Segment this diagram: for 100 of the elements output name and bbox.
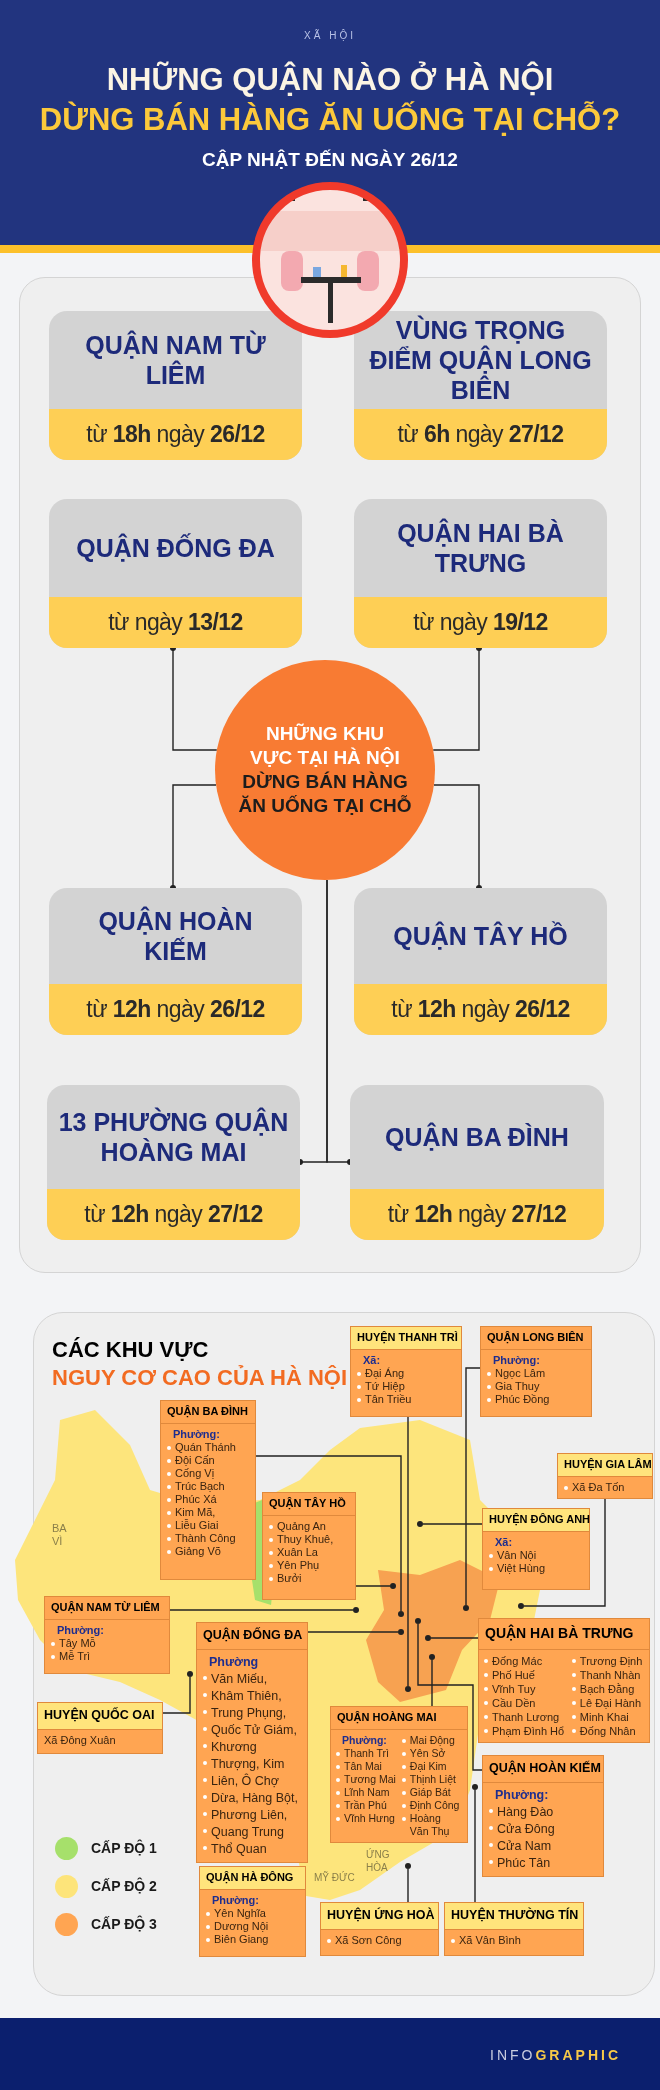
leader-line [162, 1676, 191, 1714]
list-item: Mai Động [401, 1733, 462, 1747]
list-item: Thành Công [167, 1531, 249, 1545]
list-item: Xã Vân Bình [451, 1933, 577, 1947]
district-info-box [44, 1596, 170, 1674]
list-item: Phúc Tân [489, 1854, 597, 1872]
map-point [398, 1611, 404, 1617]
list-item: Vĩnh Hưng [336, 1811, 396, 1838]
list-item: Thịnh Liệt [401, 1772, 462, 1786]
leader-line [169, 1609, 354, 1611]
leader-line [407, 1868, 409, 1903]
district-card [350, 1085, 604, 1240]
heading: DỪNG BÁN HÀNG ĂN UỐNG TẠI CHỖ? [38, 100, 622, 139]
list-item: Khâm Thiên, [203, 1687, 301, 1705]
list-item: Yên Sở [401, 1746, 462, 1760]
place-name: ỨNG HÒA [366, 1848, 391, 1874]
list-item: Mễ Trì [51, 1649, 163, 1663]
date-text: từ 12h ngày 26/12 [86, 995, 265, 1025]
district-info-box [199, 1866, 306, 1957]
ward-subheading: Phường: [173, 1427, 221, 1441]
list-item: Trúc Bạch [167, 1479, 249, 1493]
ward-subheading: Phường [209, 1653, 260, 1671]
list-item: Thanh Nhàn [571, 1667, 644, 1682]
district-heading: HUYỆN THANH TRÌ [351, 1327, 461, 1350]
list-item: Quảng An [269, 1519, 349, 1533]
list-item: Khương [203, 1738, 301, 1756]
leader-line [407, 1416, 409, 1687]
district-info-box [482, 1508, 590, 1590]
district-heading: HUYỆN GIA LÂM [558, 1454, 652, 1477]
leader-line [355, 1585, 391, 1587]
list-item: Cửa Nam [489, 1837, 597, 1855]
list-item: Trung Phụng, [203, 1704, 301, 1722]
district-heading: HUYỆN ỨNG HOÀ [321, 1903, 438, 1930]
list-item: Trần Phú [336, 1798, 396, 1812]
list-item: Yên Nghĩa [206, 1906, 299, 1920]
list-item: Đại Kim [401, 1759, 462, 1773]
date-text: từ 12h ngày 27/12 [387, 1200, 567, 1230]
leader-line [474, 1789, 476, 1903]
district-card [354, 888, 607, 1035]
district-name: QUẬN TÂY HỒ [393, 921, 568, 951]
district-name: QUẬN ĐỐNG ĐA [76, 533, 275, 563]
map-point [472, 1784, 478, 1790]
leader-line [465, 1367, 481, 1606]
district-name: QUẬN HOÀN KIẾM [97, 906, 254, 966]
district-info-box [350, 1326, 462, 1417]
list-item: Vĩnh Tuy [484, 1681, 566, 1696]
district-name: QUẬN BA ĐÌNH [385, 1122, 569, 1152]
district-info-box [330, 1706, 468, 1843]
list-item: Đống Nhân [571, 1723, 644, 1738]
list-item: Quốc Tử Giám, [203, 1721, 301, 1739]
leader-line [255, 1455, 402, 1612]
list-item: Tân Triều [357, 1392, 455, 1406]
list-item: Liễu Giai [167, 1518, 249, 1532]
date-text: từ 18h ngày 26/12 [86, 420, 265, 450]
list-item: Thanh Trì [336, 1746, 396, 1760]
heading: CÁC KHU VỰC [52, 1336, 209, 1364]
list-item: Bạch Đằng [571, 1681, 644, 1696]
list-item: Định Công [401, 1798, 462, 1812]
district-card [49, 888, 302, 1035]
list-item: Văn Miếu, [203, 1670, 301, 1688]
district-info-box [196, 1622, 308, 1863]
date-text: từ 6h ngày 27/12 [397, 420, 564, 450]
legend-label: CẤP ĐỘ 3 [91, 1914, 157, 1934]
map-point [405, 1686, 411, 1692]
district-name: 13 PHƯỜNG QUẬN HOÀNG MAI [57, 1107, 290, 1167]
list-item: Giảng Võ [167, 1544, 249, 1558]
district-name: QUẬN NAM TỪ LIÊM [84, 330, 267, 390]
ward-subheading: Phường: [212, 1893, 260, 1907]
leader-line [523, 1497, 606, 1607]
place-name: BA VÌ [52, 1522, 68, 1548]
list-item: Yên Phụ [269, 1558, 349, 1572]
list-item: Cống Vị [167, 1466, 249, 1480]
date-text: từ ngày 19/12 [413, 608, 548, 638]
list-item: Biên Giang [206, 1932, 299, 1946]
map-point [425, 1635, 431, 1641]
list-item: Lê Đại Hành [571, 1695, 644, 1710]
list-item: Phương Liên, [203, 1806, 301, 1824]
map-point [405, 1863, 411, 1869]
circle-title: NHỮNG KHU VỰC TẠI HÀ NỘI [249, 722, 401, 770]
list-item: Xã Sơn Công [327, 1933, 432, 1947]
district-card [354, 499, 607, 648]
map-point [415, 1618, 421, 1624]
list-item: Thổ Quan [203, 1840, 301, 1858]
district-card [49, 311, 302, 460]
list-item: Phố Huế [484, 1667, 566, 1682]
date-text: từ ngày 13/12 [108, 608, 243, 638]
list-item: Đại Áng [357, 1366, 455, 1380]
leader-line [430, 1637, 479, 1639]
map-point [187, 1671, 193, 1677]
leader-line [417, 1623, 483, 1771]
map-point [463, 1605, 469, 1611]
list-item: Quang Trung [203, 1823, 301, 1841]
district-info-box [478, 1618, 650, 1743]
ward-subheading: Xã: [363, 1353, 382, 1367]
district-info-box [557, 1453, 653, 1499]
connector-line [433, 784, 482, 891]
list-item: Thanh Lương [484, 1709, 566, 1724]
list-item: Tương Mai [336, 1772, 396, 1786]
list-item: Thuy Khuê, [269, 1532, 349, 1546]
list-item: Tứ Hiệp [357, 1379, 455, 1393]
